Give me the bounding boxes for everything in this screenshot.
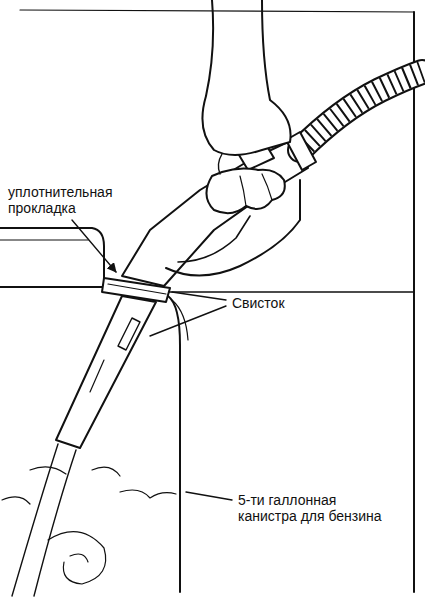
trigger-lever (178, 216, 250, 262)
leader-line (150, 306, 226, 336)
leader-line (72, 220, 116, 272)
part-label: 5-ти галлонная канистра для бензина (236, 492, 400, 524)
spout-rib (90, 360, 104, 392)
frame-line (413, 12, 415, 592)
hose (300, 72, 422, 150)
arm (206, 0, 213, 96)
can-edge (168, 296, 180, 592)
leader-line (172, 292, 226, 300)
thumb (218, 154, 222, 174)
arm (262, 0, 270, 100)
hose (300, 72, 422, 150)
splash (92, 467, 120, 476)
can-handle (0, 228, 104, 278)
can-top (0, 286, 104, 288)
fuel-stream (34, 450, 76, 596)
splash (30, 467, 66, 474)
can-top (168, 291, 414, 292)
gasket (108, 284, 166, 294)
splash (2, 497, 30, 504)
nozzle-body (122, 140, 308, 286)
fingers (262, 174, 272, 200)
swirl (48, 532, 106, 584)
fingers (240, 176, 246, 206)
leader-line (186, 492, 232, 500)
frame-line (20, 10, 414, 12)
fingers (206, 168, 284, 213)
part-label: уплотнительная прокладка (6, 184, 138, 216)
can-handle (0, 239, 88, 240)
spout (56, 296, 156, 448)
whistle-slot (118, 318, 140, 350)
hand (202, 96, 290, 155)
splash (120, 490, 176, 498)
hose-ribs (300, 72, 422, 150)
can-edge (172, 300, 188, 340)
part-label: Свисток (230, 295, 287, 311)
swirl (70, 554, 88, 562)
